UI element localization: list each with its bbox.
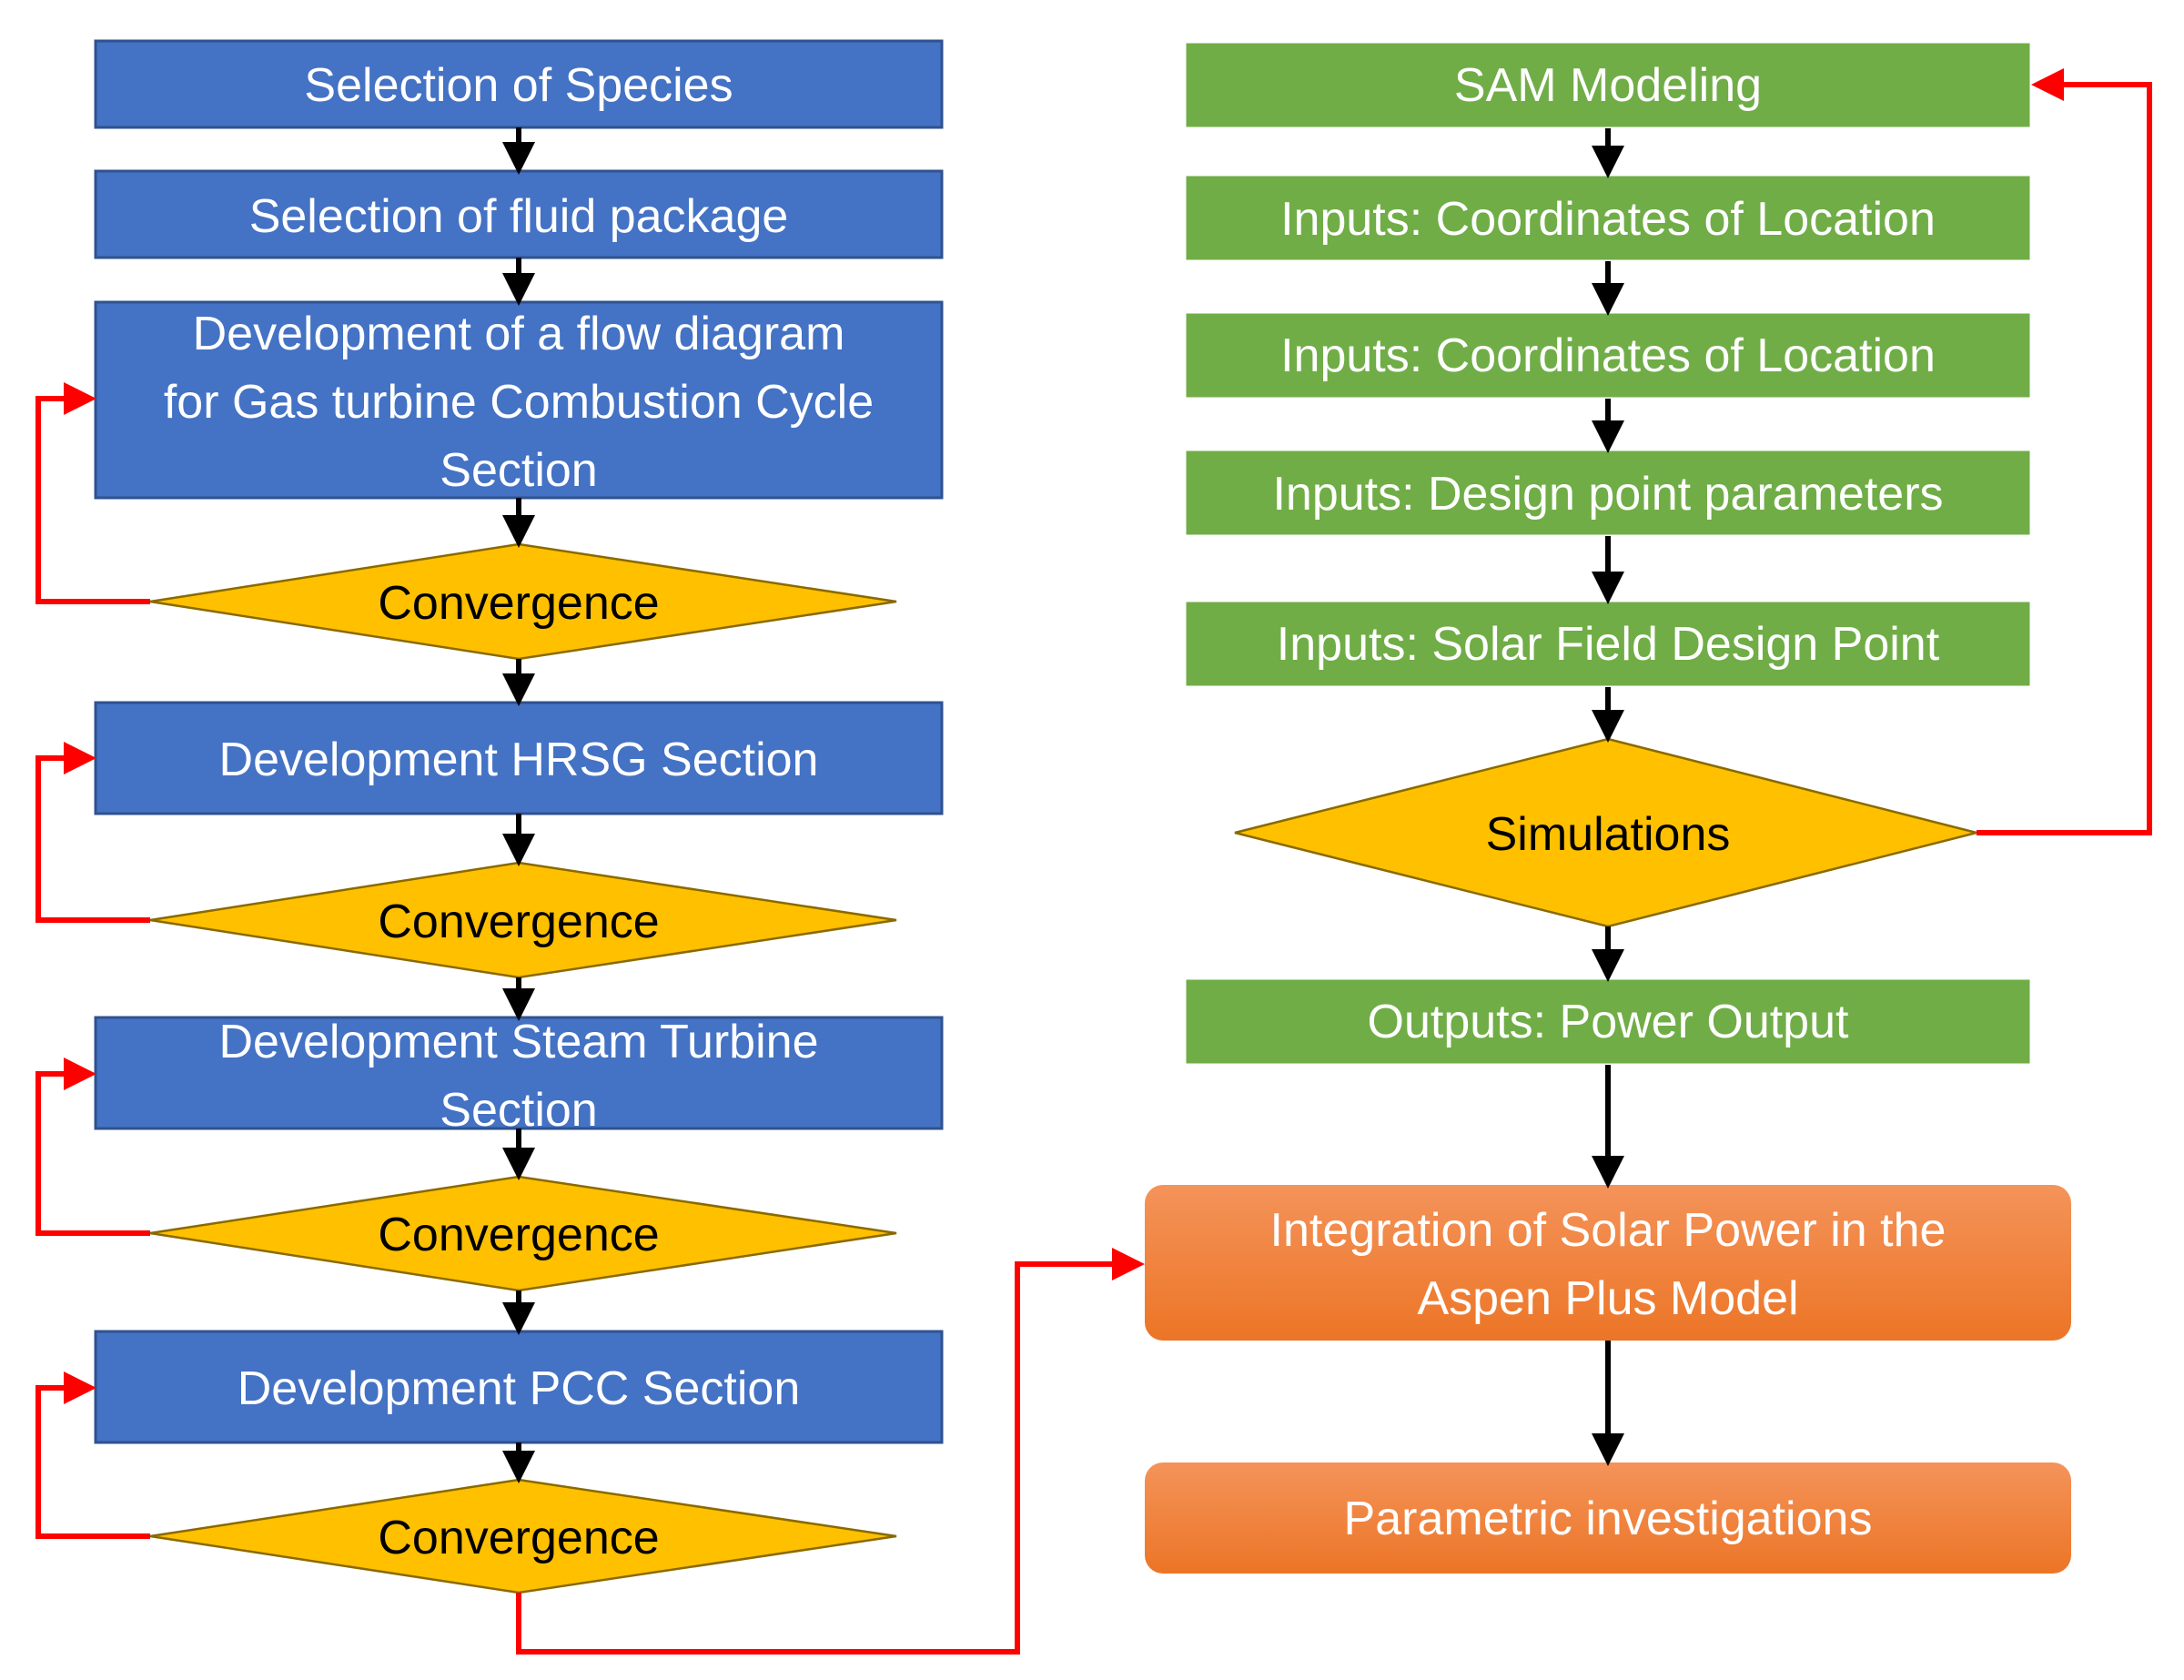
feedback-loop-steam-turbine: [35, 1058, 150, 1236]
box-pcc: Development PCC Section: [94, 1330, 944, 1444]
diamond-convergence-4: Convergence: [149, 1478, 897, 1594]
simulations-label: Simulations: [1486, 808, 1731, 861]
box-selection-species: Selection of Species: [94, 39, 944, 129]
box-inputs-design-point: Inputs: Design point parameters: [1183, 448, 2033, 538]
convergence-1-label: Convergence: [378, 577, 659, 630]
box-integration-solar: Integration of Solar Power in the Aspen …: [1145, 1185, 2071, 1341]
selection-fluid-label: Selection of fluid package: [249, 190, 789, 243]
integration-label-line1: Integration of Solar Power in the: [1270, 1204, 1946, 1257]
gas-turbine-label-line1: Development of a flow diagram: [193, 308, 845, 360]
convergence-2-label: Convergence: [378, 896, 659, 948]
box-gas-turbine: Development of a flow diagram for Gas tu…: [94, 300, 944, 500]
pcc-label: Development PCC Section: [238, 1362, 801, 1415]
inputs-coordinates-2-label: Inputs: Coordinates of Location: [1280, 329, 1936, 382]
integration-label-line2: Aspen Plus Model: [1417, 1272, 1798, 1325]
feedback-loop-simulations: [1977, 68, 2152, 835]
box-selection-fluid: Selection of fluid package: [94, 169, 944, 259]
outputs-power-label: Outputs: Power Output: [1368, 996, 1849, 1048]
box-sam-modeling: SAM Modeling: [1183, 40, 2033, 130]
sam-modeling-label: SAM Modeling: [1454, 59, 1762, 112]
box-outputs-power: Outputs: Power Output: [1183, 977, 2033, 1067]
hrsg-label: Development HRSG Section: [219, 734, 819, 786]
inputs-solar-field-label: Inputs: Solar Field Design Point: [1277, 618, 1940, 671]
box-parametric-investigations: Parametric investigations: [1145, 1462, 2071, 1574]
gas-turbine-label-line2: for Gas turbine Combustion Cycle: [164, 376, 874, 429]
box-inputs-coordinates-2: Inputs: Coordinates of Location: [1183, 310, 2033, 400]
diamond-convergence-1: Convergence: [149, 542, 897, 661]
box-inputs-solar-field: Inputs: Solar Field Design Point: [1183, 599, 2033, 689]
inputs-design-point-label: Inputs: Design point parameters: [1272, 468, 1943, 521]
selection-species-label: Selection of Species: [304, 59, 733, 112]
steam-turbine-label-line1: Development Steam Turbine: [218, 1016, 818, 1068]
gas-turbine-label-line3: Section: [440, 444, 597, 497]
box-hrsg: Development HRSG Section: [94, 701, 944, 815]
box-inputs-coordinates-1: Inputs: Coordinates of Location: [1183, 173, 2033, 263]
convergence-3-label: Convergence: [378, 1209, 659, 1261]
diamond-convergence-2: Convergence: [149, 861, 897, 979]
feedback-loop-pcc: [35, 1371, 150, 1539]
box-steam-turbine: Development Steam Turbine Section: [94, 1016, 944, 1137]
feedback-loop-hrsg: [35, 742, 150, 923]
diamond-convergence-3: Convergence: [149, 1175, 897, 1292]
diamond-simulations: Simulations: [1234, 737, 1977, 928]
convergence-4-label: Convergence: [378, 1512, 659, 1564]
feedback-loop-gt: [35, 382, 150, 604]
parametric-label: Parametric investigations: [1344, 1493, 1873, 1545]
connector-left-to-integration: [516, 1248, 1145, 1655]
steam-turbine-label-line2: Section: [440, 1084, 597, 1137]
inputs-coordinates-1-label: Inputs: Coordinates of Location: [1280, 193, 1936, 246]
